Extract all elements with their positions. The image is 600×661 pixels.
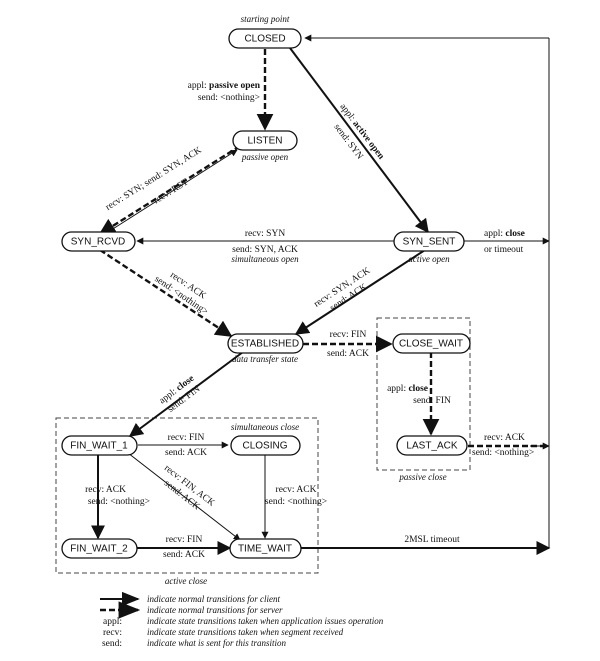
- legend-appl-key: appl:: [103, 617, 122, 627]
- label-finwait1-timewait: recv: FIN, ACK send: ACK: [162, 463, 216, 512]
- transition-synsent-established: [294, 249, 426, 335]
- label-finwait2-timewait-2: send: ACK: [163, 550, 205, 560]
- transition-listen-synrcvd: [98, 144, 241, 236]
- state-listen: LISTEN: [232, 130, 298, 151]
- note-passive-open: passive open: [241, 152, 289, 162]
- transition-established-finwait1: [128, 351, 244, 437]
- label-synsent-close-2: or timeout: [484, 245, 524, 255]
- svg-text:CLOSE_WAIT: CLOSE_WAIT: [399, 339, 463, 350]
- note-simultaneous-close: simultaneous close: [231, 422, 299, 432]
- label-lastack-closed-2: send: <nothing>: [472, 448, 534, 458]
- svg-text:FIN_WAIT_2: FIN_WAIT_2: [70, 544, 128, 555]
- state-fin-wait-2: FIN_WAIT_2: [61, 538, 138, 559]
- state-syn-rcvd: SYN_RCVD: [61, 231, 136, 252]
- legend-appl-desc: indicate state transitions taken when ap…: [147, 616, 384, 626]
- legend-send-desc: indicate what is sent for this transitio…: [147, 638, 287, 648]
- label-synsent-established: recv: SYN, ACK send: ACK: [312, 266, 372, 314]
- note-data-transfer-state: data transfer state: [232, 354, 298, 364]
- label-finwait1-closing-2: send: ACK: [165, 448, 207, 458]
- label-closed-listen-1: appl: passive open: [188, 81, 261, 91]
- svg-text:ESTABLISHED: ESTABLISHED: [231, 339, 299, 350]
- transition-finwait1-timewait: [127, 452, 241, 541]
- label-closing-timewait-1: recv: ACK: [276, 485, 317, 495]
- transition-closed-synsent: [289, 47, 429, 234]
- label-closing-timewait-2: send: <nothing>: [265, 497, 327, 507]
- state-closed: CLOSED: [228, 28, 302, 49]
- state-close-wait: CLOSE_WAIT: [392, 333, 471, 354]
- label-est-closewait-2: send: ACK: [327, 349, 369, 359]
- label-est-closewait-1: recv: FIN: [330, 330, 367, 340]
- svg-text:SYN_RCVD: SYN_RCVD: [71, 237, 125, 248]
- legend-send-key: send:: [102, 639, 122, 649]
- passive-close-group: [376, 317, 471, 471]
- legend-recv-key: recv:: [103, 628, 122, 638]
- note-passive-close: passive close: [398, 472, 446, 482]
- label-closed-listen-2: send: <nothing>: [198, 93, 260, 103]
- note-starting-point: starting point: [241, 14, 290, 24]
- svg-text:FIN_WAIT_1: FIN_WAIT_1: [70, 441, 128, 452]
- label-closed-synsent: appl: active open send: SYN: [332, 102, 387, 162]
- label-finwait1-closing-1: recv: FIN: [168, 433, 205, 443]
- label-finwait2-timewait-1: recv: FIN: [166, 535, 203, 545]
- label-listen-synrcvd: recv: SYN; send: SYN, ACK recv: RST: [104, 145, 204, 212]
- label-finwait1-finwait2-1: recv: ACK: [85, 485, 126, 495]
- legend-recv-desc: indicate state transitions taken when se…: [147, 627, 344, 637]
- svg-text:CLOSED: CLOSED: [244, 34, 285, 45]
- active-close-group: [55, 417, 319, 574]
- state-established: ESTABLISHED: [227, 333, 304, 354]
- svg-text:LISTEN: LISTEN: [247, 136, 282, 147]
- note-active-open: active open: [408, 254, 450, 264]
- svg-text:SYN_SENT: SYN_SENT: [403, 237, 456, 248]
- svg-text:CLOSING: CLOSING: [242, 441, 287, 452]
- svg-text:TIME_WAIT: TIME_WAIT: [238, 544, 292, 555]
- state-last-ack: LAST_ACK: [396, 435, 468, 456]
- label-closewait-lastack-1: appl: close: [387, 384, 428, 394]
- state-closing: CLOSING: [230, 435, 301, 456]
- legend: indicate normal transitions for client i…: [100, 591, 384, 649]
- legend-client-text: indicate normal transitions for client: [147, 594, 280, 604]
- note-simultaneous-open: simultaneous open: [231, 254, 299, 264]
- label-timewait-closed: 2MSL timeout: [404, 535, 460, 545]
- svg-text:LAST_ACK: LAST_ACK: [406, 441, 457, 452]
- label-closewait-lastack-2: send: FIN: [413, 396, 451, 406]
- state-syn-sent: SYN_SENT: [393, 231, 465, 252]
- label-lastack-closed-1: recv: ACK: [484, 433, 525, 443]
- state-time-wait: TIME_WAIT: [229, 538, 302, 559]
- label-finwait1-finwait2-2: send: <nothing>: [88, 497, 150, 507]
- legend-server-text: indicate normal transitions for server: [147, 605, 283, 615]
- label-synsent-close-1: appl: close: [484, 229, 525, 239]
- state-fin-wait-1: FIN_WAIT_1: [61, 435, 138, 456]
- transition-synrcvd-established: [99, 248, 233, 338]
- transition-synrcvd-listen: [107, 149, 238, 233]
- label-synsent-synrcvd-1: recv: SYN: [245, 229, 286, 239]
- note-active-close: active close: [165, 576, 207, 586]
- label-synsent-synrcvd-2: send: SYN, ACK: [232, 245, 298, 255]
